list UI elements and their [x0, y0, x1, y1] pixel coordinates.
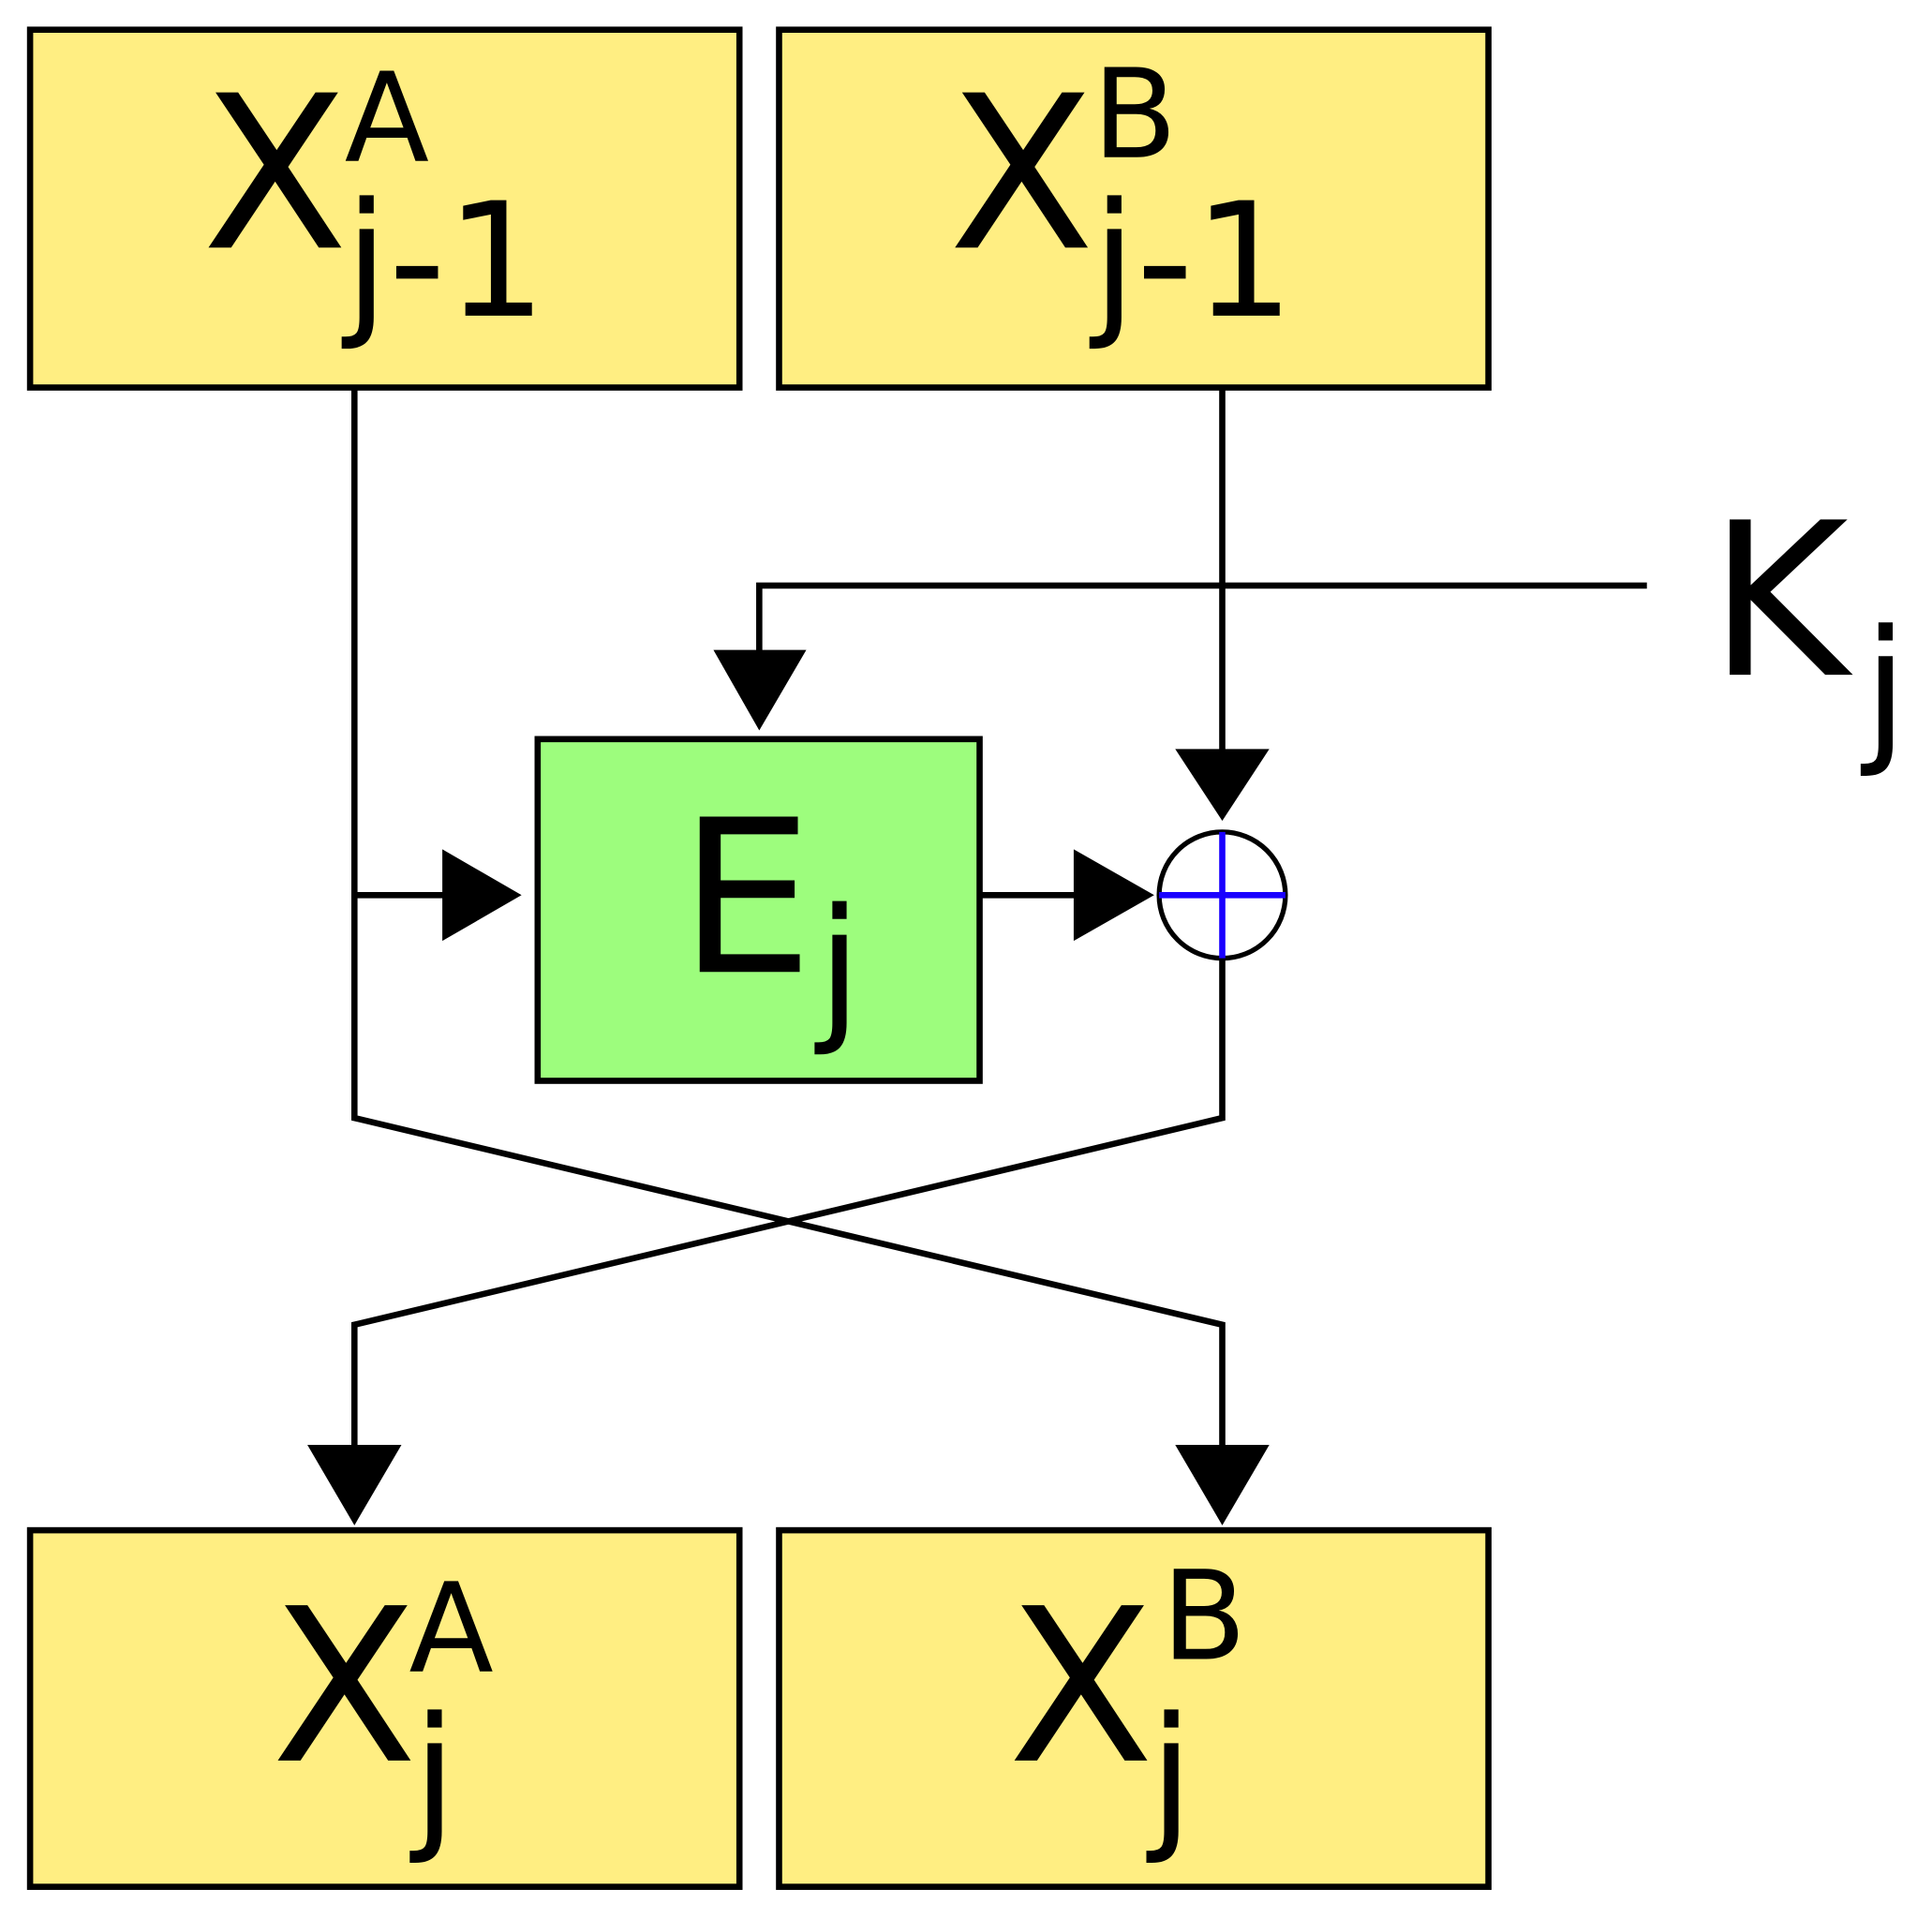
arrow-head-e-xor — [1073, 849, 1154, 942]
arrow-head-key — [713, 649, 807, 731]
wire-xor-out — [350, 960, 1226, 1451]
output-register-b — [776, 1526, 1492, 1890]
input-register-b — [776, 26, 1492, 391]
input-register-a — [26, 26, 743, 391]
wire-key — [756, 582, 1647, 653]
arrow-head-a-e — [442, 849, 522, 942]
arrow-head-out-b — [1175, 1444, 1270, 1525]
arrow-head-out-a — [307, 1444, 402, 1525]
arrow-head-b-xor — [1175, 749, 1270, 822]
function-e-label: Ej — [678, 774, 861, 1059]
xor-circle-plus-icon — [1156, 829, 1288, 961]
output-register-a — [26, 1526, 743, 1890]
function-box-e — [534, 736, 983, 1084]
